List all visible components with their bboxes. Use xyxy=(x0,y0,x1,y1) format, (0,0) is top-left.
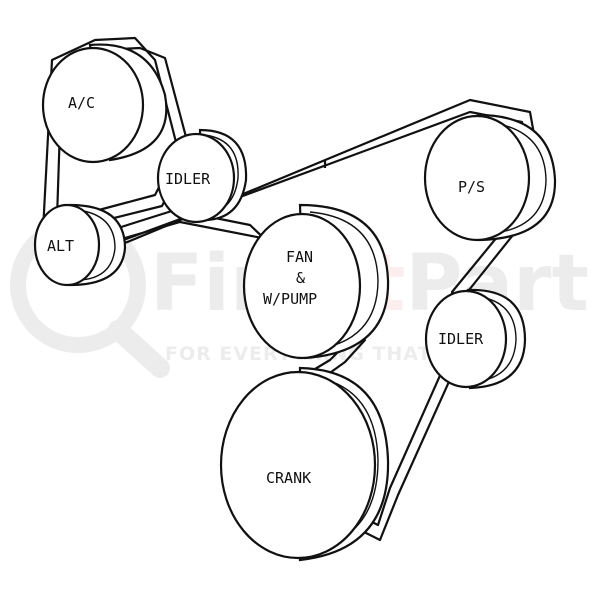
idler-right-pulley-label: IDLER xyxy=(438,330,484,348)
fan-label-line1: FAN xyxy=(286,248,313,266)
idler-top-pulley: IDLER xyxy=(156,128,248,224)
power-steering-pulley-label: P/S xyxy=(458,178,485,196)
alternator-pulley-label: ALT xyxy=(47,237,74,255)
ac-pulley-label: A/C xyxy=(68,94,95,112)
ac-pulley: A/C xyxy=(41,43,168,164)
fan-label-line2: & xyxy=(296,269,305,287)
alternator-pulley: ALT xyxy=(33,203,127,287)
crank-pulley-label: CRANK xyxy=(266,469,311,487)
fan-water-pump-pulley: FAN & W/PUMP xyxy=(242,203,390,360)
fan-label-line3: W/PUMP xyxy=(263,290,317,308)
idler-right-pulley: IDLER xyxy=(424,288,527,390)
idler-top-pulley-label: IDLER xyxy=(165,170,211,188)
power-steering-pulley: P/S xyxy=(423,113,557,242)
crank-pulley: CRANK xyxy=(219,366,390,562)
